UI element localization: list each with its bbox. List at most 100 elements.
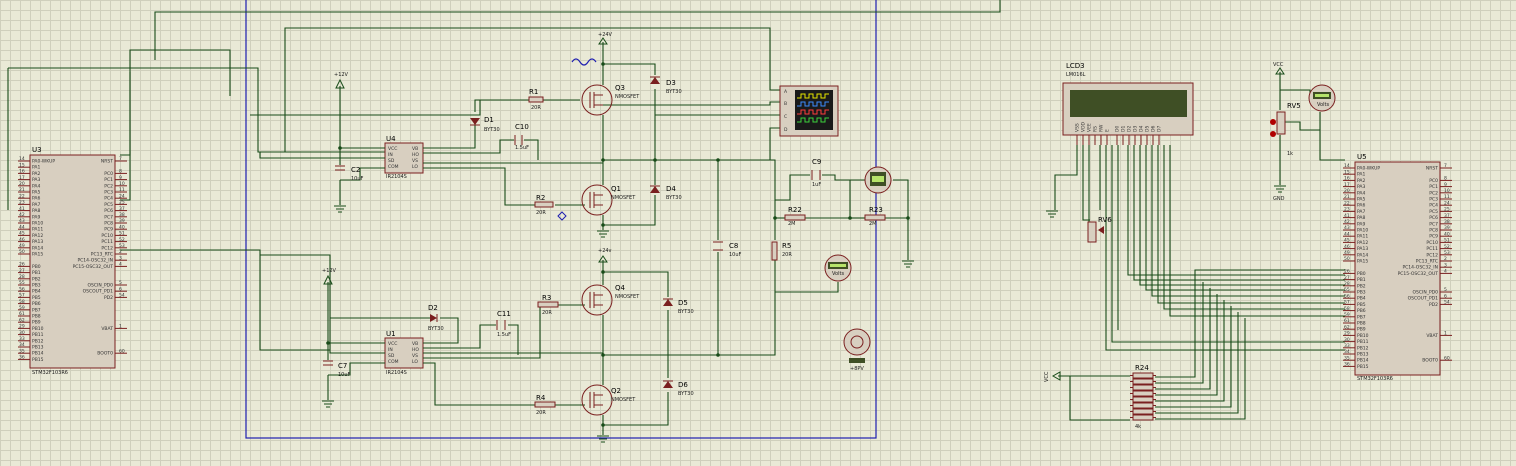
u3-pin-label: VBAT — [101, 326, 113, 332]
diode-d6[interactable]: D6 BYT30 — [663, 380, 694, 397]
resnet-element — [1132, 396, 1154, 403]
u5-pin-label: PC10 — [1426, 240, 1438, 246]
oscilloscope[interactable]: A B C D — [779, 85, 839, 137]
u3-pin-number: 10 — [119, 181, 125, 187]
u5-pin-number: 49 — [1344, 250, 1350, 256]
u3-pin-number: 22 — [19, 193, 25, 199]
driver-u4-pin-lo: LO — [412, 164, 418, 170]
capacitor-c9-ref: C9 — [812, 158, 821, 166]
u3-pin-number: 49 — [19, 243, 25, 249]
driver-u1-pin-ho: HO — [412, 347, 419, 353]
capacitor-c9[interactable]: C9 1uF — [811, 158, 821, 188]
resistor-r1-value: 20R — [531, 105, 541, 111]
resistor-r2[interactable]: R2 20R — [534, 194, 554, 216]
capacitor-c2[interactable]: C2 10uF — [335, 165, 364, 182]
diode-d5[interactable]: D5 BYT30 — [663, 298, 694, 315]
diode-d1[interactable]: D1 BYT30 — [470, 116, 500, 133]
probe-marker-icon — [557, 211, 567, 221]
u5-pin-number: 50 — [1344, 256, 1350, 262]
u3-pin-label: PA14 — [32, 245, 43, 251]
mcu-u3[interactable]: U3 STM32F103R6 PA0-WKUP14PA115PA216PA317… — [18, 146, 127, 376]
mosfet-q3[interactable]: Q3 NMOSFET — [581, 84, 640, 116]
resistor-r22[interactable]: R22 2M — [784, 206, 806, 227]
pot-rv5-ref: RV5 — [1287, 102, 1301, 110]
capacitor-c7-value: 10uF — [338, 372, 351, 378]
capacitor-c7[interactable]: C7 10uF — [323, 360, 351, 378]
resistor-r23[interactable]: R23 2M — [864, 206, 886, 227]
u5-pin-label: OSCOUT_PD1 — [1408, 296, 1439, 302]
resistor-r5[interactable]: R5 20R — [771, 241, 792, 261]
voltmeter-3[interactable]: Volts — [1308, 84, 1336, 112]
u3-pin-label: PB12 — [32, 338, 44, 344]
capacitor-c8[interactable]: C8 10uF — [713, 241, 742, 258]
u5-pin-number: 34 — [1344, 349, 1350, 355]
u3-pin-label: PC4 — [104, 196, 113, 202]
u3-pin-number: 42 — [19, 212, 25, 218]
u3-pin-label: PC5 — [104, 202, 113, 208]
driver-u4-ref: U4 — [386, 135, 396, 143]
u3-pin-label: OSCIN_PD0 — [87, 283, 113, 289]
diode-d2[interactable]: D2 BYT30 — [428, 304, 444, 332]
resnet-element — [1132, 378, 1154, 385]
bridge-wires — [120, 42, 909, 435]
driver-u4[interactable]: U4 IR2104S VCC IN SD COM VB HO VS LO — [384, 135, 424, 180]
pot-rv5-gnd: GND — [1273, 196, 1285, 202]
u5-pin-number: 17 — [1344, 182, 1350, 188]
pot-rv5[interactable]: RV5 1k VCC GND — [1270, 62, 1301, 202]
pot-rv6[interactable]: RV6 — [1087, 216, 1112, 243]
mosfet-q1[interactable]: Q1 NMOSFET — [581, 184, 636, 216]
diode-d1-part: BYT30 — [484, 127, 500, 133]
diode-d4-ref: D4 — [666, 185, 676, 193]
mosfet-q1-type: NMOSFET — [611, 195, 636, 201]
diode-d3[interactable]: D3 BYT30 — [650, 76, 682, 95]
diode-d1-ref: D1 — [484, 116, 494, 124]
driver-u1[interactable]: U1 IR2104S VCC IN SD COM VB HO VS LO — [384, 330, 424, 376]
motor[interactable]: +8PV — [843, 328, 871, 372]
u3-pin-label: PA7 — [32, 202, 41, 208]
driver-u1-pin-vcc: VCC — [388, 341, 397, 347]
u5-pin-number: 37 — [1444, 213, 1450, 219]
mosfet-q3-ref: Q3 — [615, 84, 625, 92]
driver-u1-pin-in: IN — [388, 347, 393, 353]
u5-pin-label: PA8 — [1357, 215, 1366, 221]
u3-pin-label: BOOT0 — [97, 351, 113, 357]
u5-pin-label: PC15-OSC32_OUT — [1398, 271, 1439, 277]
u3-pin-label: PB15 — [32, 357, 44, 363]
u5-pin-label: PA12 — [1357, 240, 1368, 246]
mosfet-q2[interactable]: Q2 NMOSFET — [581, 384, 636, 416]
power-plus12-bottom: +12V — [322, 268, 337, 285]
capacitor-c11[interactable]: C11 1.5uF — [496, 310, 511, 338]
voltmeter-1[interactable] — [864, 166, 892, 194]
resistor-r1[interactable]: R1 20R — [528, 88, 544, 111]
resistor-r4-ref: R4 — [536, 394, 546, 402]
resistor-r3[interactable]: R3 20R — [537, 294, 559, 316]
voltmeter-2[interactable]: Volts — [824, 254, 852, 282]
u3-pin-label: PA2 — [32, 171, 41, 177]
power-plus12-top: +12V — [334, 72, 349, 89]
mosfet-q4[interactable]: Q4 NMOSFET — [581, 284, 640, 316]
u5-pin-number: 36 — [1344, 362, 1350, 368]
u5-pin-label: PA11 — [1357, 234, 1368, 240]
u3-pin-number: 59 — [19, 305, 25, 311]
driver-u1-pin-lo: LO — [412, 359, 418, 365]
u3-pin-number: 20 — [19, 181, 25, 187]
u5-pin-number: 9 — [1444, 182, 1447, 188]
mcu-u5[interactable]: U5 STM32F103R6 PA0-WKUP14PA115PA216PA317… — [1343, 153, 1452, 382]
u3-pin-label: PA4 — [32, 183, 41, 189]
u5-pin-number: 6 — [1444, 293, 1447, 299]
u5-pin-number: 11 — [1444, 194, 1450, 200]
resistor-r3-ref: R3 — [542, 294, 551, 302]
u3-pin-number: 8 — [119, 169, 122, 175]
diode-d4[interactable]: D4 BYT30 — [650, 185, 682, 201]
resistor-r4[interactable]: R4 20R — [534, 394, 556, 416]
u5-pin-number: 3 — [1444, 262, 1447, 268]
u3-pin-label: PA11 — [32, 227, 43, 233]
u3-pin-label: PA12 — [32, 233, 43, 239]
capacitor-c10[interactable]: C10 1.5uF — [514, 123, 529, 151]
u5-pin-label: PB7 — [1357, 314, 1366, 320]
capacitor-c8-value: 10uF — [729, 252, 742, 258]
u5-pin-label: PA0-WKUP — [1357, 166, 1380, 172]
resnet-r24[interactable]: R24 4k VCC — [1044, 364, 1156, 430]
